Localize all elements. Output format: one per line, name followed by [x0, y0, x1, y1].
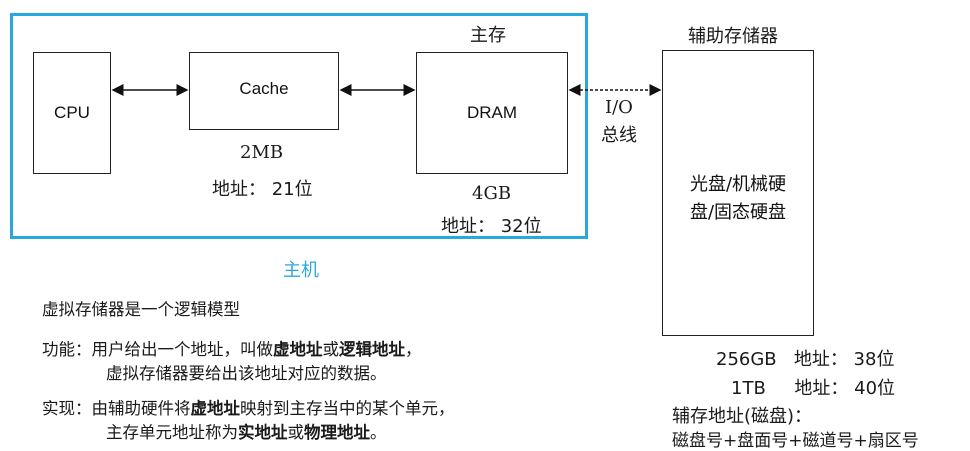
cache-size: 2MB: [240, 142, 284, 163]
cache-address: 地址： 21位: [212, 179, 313, 200]
implementation-term-real-address: 实地址: [238, 423, 288, 442]
bus-label-name: 总线: [601, 125, 637, 146]
function-term-logical-address: 逻辑地址: [339, 340, 405, 359]
aux-address-formula: 磁盘号+盘面号+磁道号+扇区号: [672, 431, 919, 451]
implementation-text-a: 由辅助硬件将: [91, 399, 191, 418]
main-memory-label: 主存: [470, 25, 506, 46]
function-text-or: 或: [322, 340, 340, 359]
dram-label: DRAM: [466, 103, 518, 122]
cpu-box: CPU: [33, 52, 111, 174]
intro-text: 虚拟存储器是一个逻辑模型: [42, 300, 240, 319]
aux-capacity-256gb: 256GB 地址： 38位: [716, 349, 895, 370]
implementation-line1: 实现：由辅助硬件将虚地址映射到主存当中的某个单元，: [42, 397, 455, 421]
function-text-a: 用户给出一个地址，叫做: [91, 340, 274, 359]
function-term-virtual-address: 虚地址: [273, 340, 323, 359]
aux-storage-content-line2: 盘/固态硬盘: [689, 202, 787, 223]
dram-address: 地址： 32位: [441, 216, 542, 237]
cache-label: Cache: [239, 79, 289, 98]
aux-storage-content-line1: 光盘/机械硬: [689, 174, 787, 195]
function-line2: 虚拟存储器要给出该地址对应的数据。: [106, 364, 387, 383]
implementation-line2: 主存单元地址称为实地址或物理地址。: [106, 421, 387, 445]
aux-storage-title: 辅助存储器: [688, 26, 778, 47]
function-line1: 功能：用户给出一个地址，叫做虚地址或逻辑地址，: [42, 338, 422, 362]
function-label: 功能：: [42, 340, 92, 359]
cpu-label: CPU: [54, 103, 90, 122]
implementation-term-physical-address: 物理地址: [304, 423, 370, 442]
host-label: 主机: [283, 260, 319, 281]
host-frame: [10, 13, 588, 239]
implementation-text-c: 映射到主存当中的某个单元，: [240, 399, 455, 418]
implementation-term-virtual-address: 虚地址: [190, 399, 241, 418]
aux-address-title: 辅存地址(磁盘)：: [672, 406, 813, 427]
implementation-text-l2a: 主存单元地址称为: [106, 423, 238, 442]
implementation-text-or: 或: [287, 423, 305, 442]
aux-capacity-1tb: 1TB 地址： 40位: [731, 378, 896, 399]
dram-box: DRAM: [416, 52, 568, 174]
function-text-comma: ，: [405, 340, 422, 359]
aux-storage-box: 光盘/机械硬 盘/固态硬盘: [662, 50, 814, 336]
implementation-text-period: 。: [370, 423, 387, 442]
dram-size: 4GB: [472, 183, 512, 204]
bus-label-io: I/O: [605, 97, 633, 118]
cache-box: Cache: [189, 52, 339, 130]
implementation-label: 实现：: [42, 399, 92, 418]
